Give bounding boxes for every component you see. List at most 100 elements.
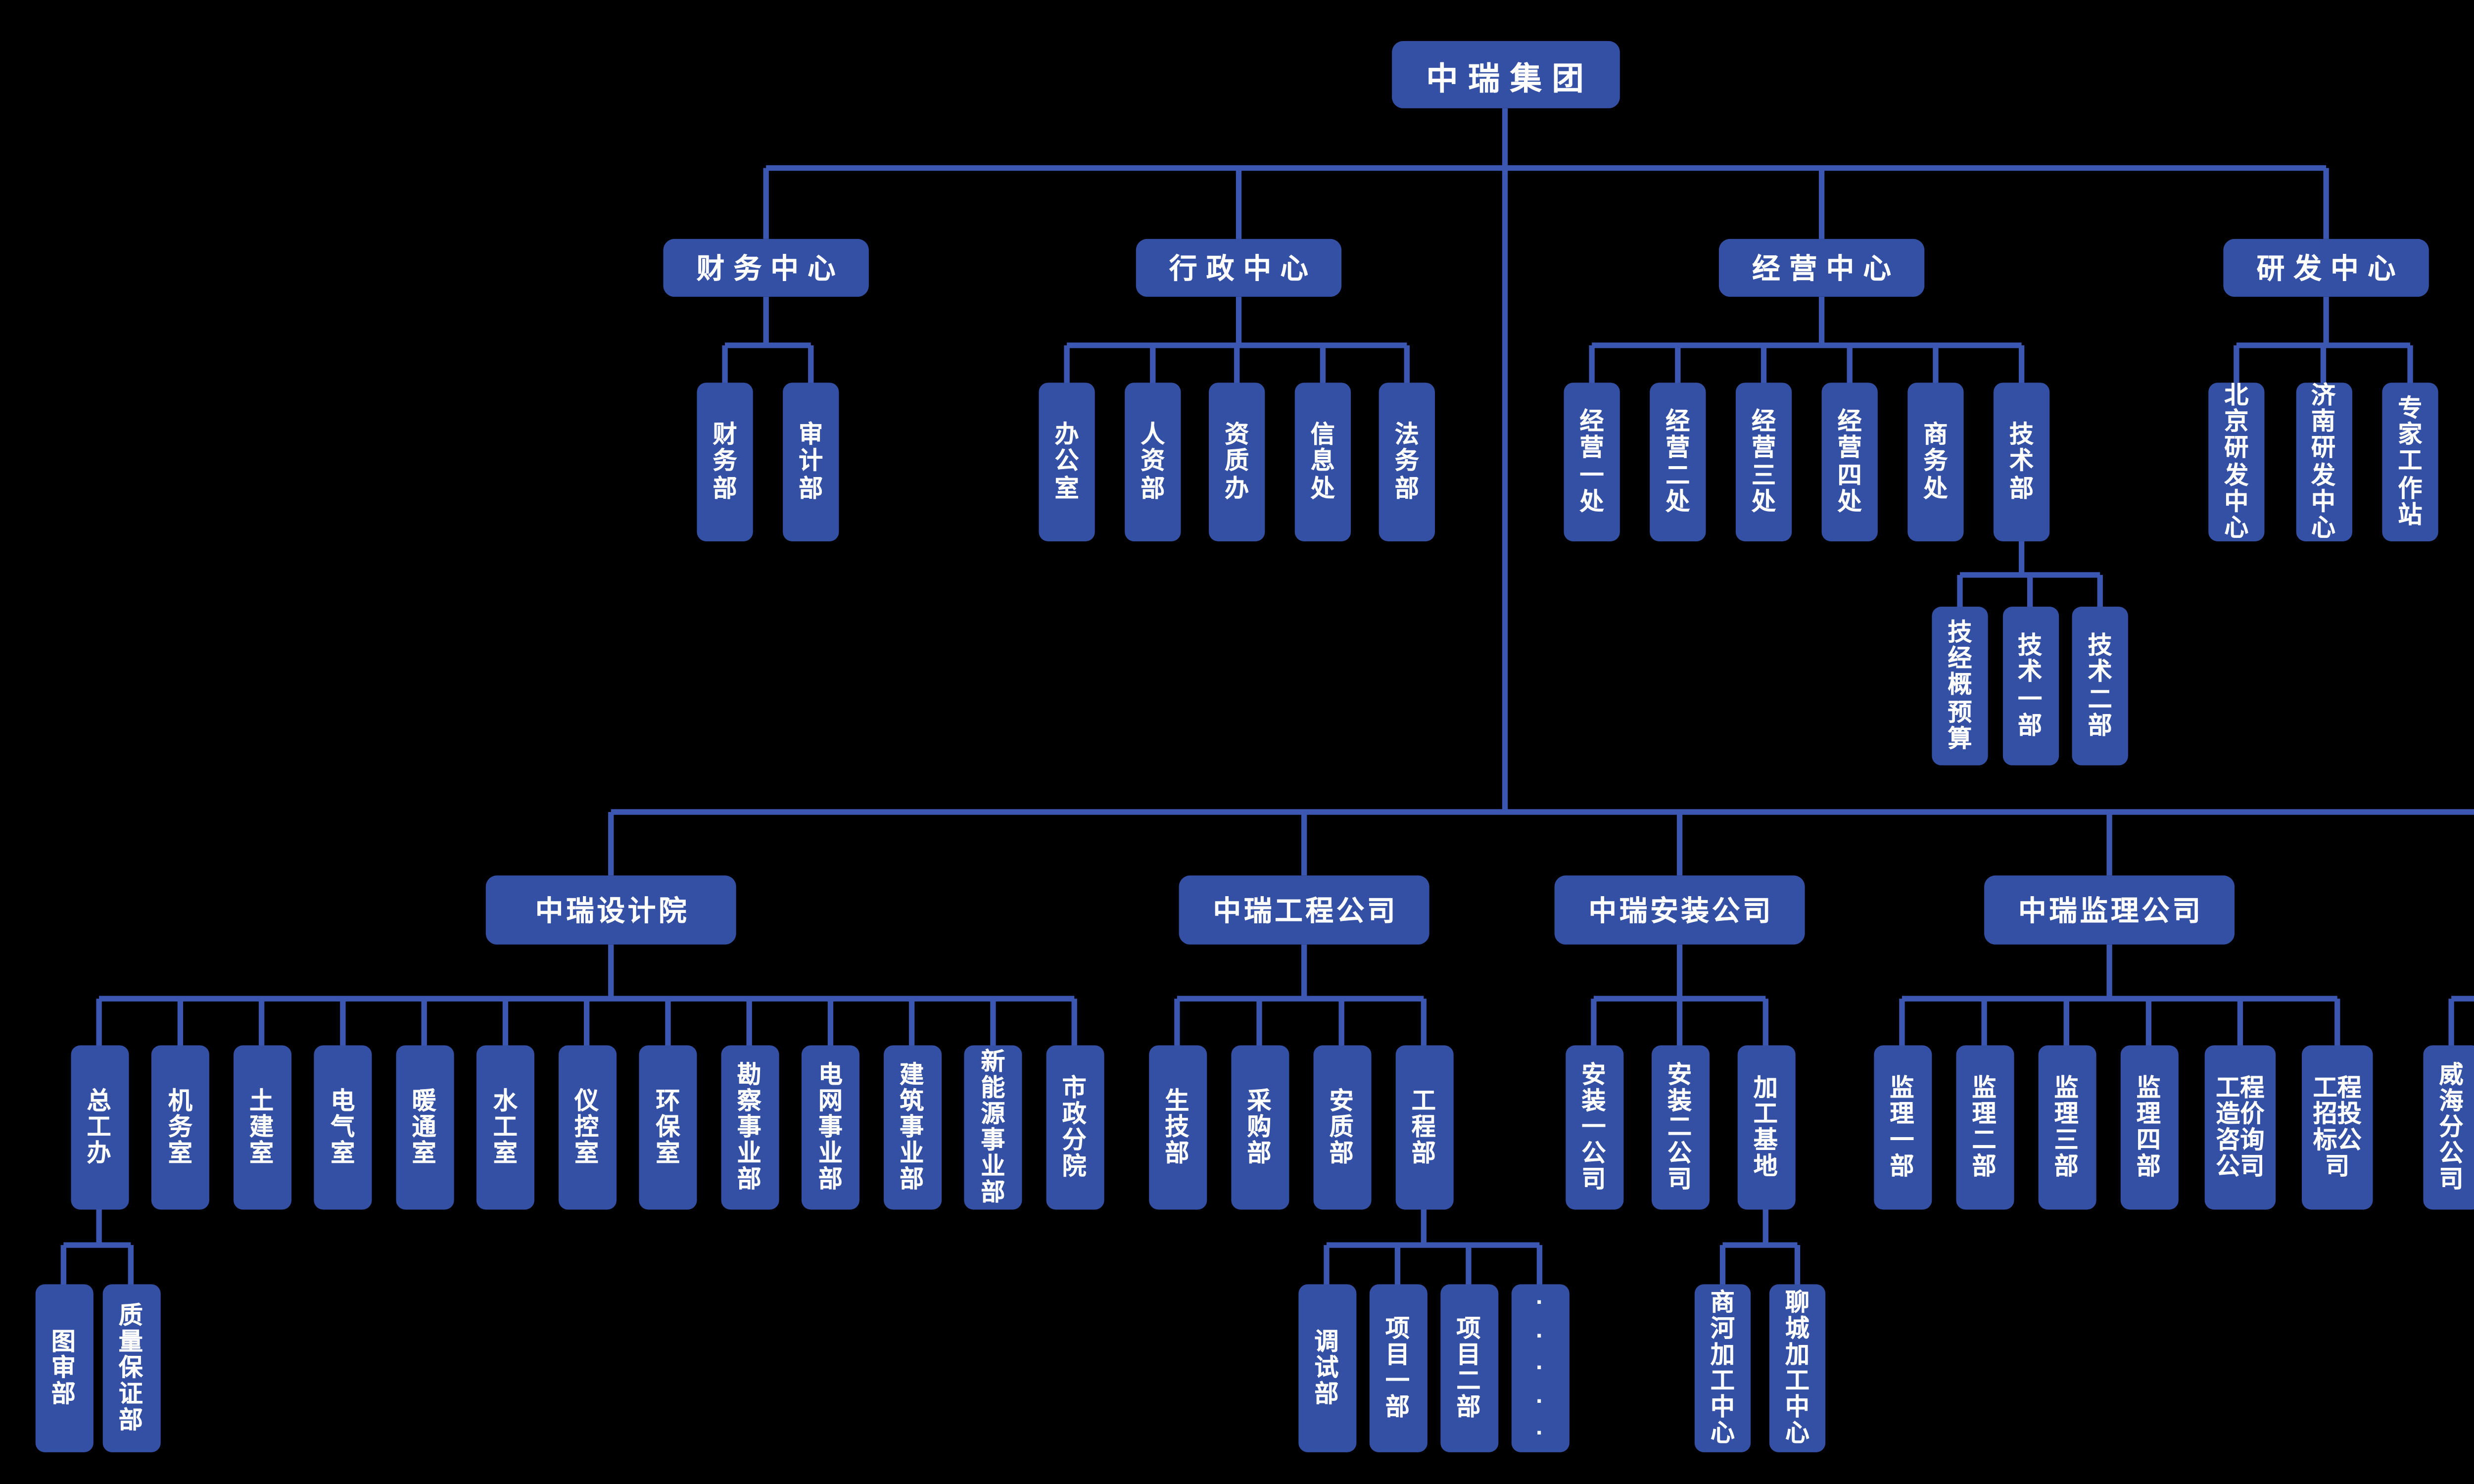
node-label: 技术部 <box>2009 421 2034 501</box>
node-label: 项目一部 <box>1385 1314 1410 1421</box>
node-label: 法务部 <box>1394 421 1419 501</box>
node-label: 财务中心 <box>696 254 845 286</box>
node-label: 信息处 <box>1310 421 1335 501</box>
node-operations-division-3: 经营三处 <box>1735 383 1792 541</box>
node-procurement-dept: 采购部 <box>1230 1045 1288 1210</box>
node-label: 采购部 <box>1247 1086 1272 1167</box>
node-engineering-dept: 工程部 <box>1394 1045 1453 1210</box>
node-shanghe-processing-center: 商河加工中心 <box>1694 1284 1751 1452</box>
node-label: 暖通室 <box>412 1086 436 1167</box>
node-label: 技术一部 <box>2018 631 2043 739</box>
node-audit-dept: 审计部 <box>783 383 839 541</box>
node-label: 中瑞集团 <box>1426 60 1594 96</box>
node-label: 聊城加工中心 <box>1785 1288 1810 1447</box>
node-label: 调试部 <box>1314 1327 1339 1408</box>
node-label: 加工基地 <box>1753 1073 1778 1180</box>
node-more-departments: ····· <box>1510 1284 1569 1452</box>
node-installation-company-1: 安装一公司 <box>1565 1045 1623 1210</box>
node-chief-engineer-office: 总工办 <box>70 1045 128 1210</box>
node-project-dept-1: 项目一部 <box>1368 1284 1427 1452</box>
node-rd-center: 研发中心 <box>2223 239 2429 297</box>
node-label: 图审部 <box>51 1327 76 1408</box>
node-supervision-dept-1: 监理一部 <box>1873 1045 1931 1210</box>
node-label: 新能源事业部 <box>981 1047 1005 1206</box>
node-label: 环保室 <box>656 1086 680 1167</box>
node-hydraulic-office: 水工室 <box>476 1045 534 1210</box>
node-technology-dept: 技术部 <box>1993 383 2050 541</box>
node-bidding-company: 工程招投标公司 <box>2302 1045 2373 1210</box>
node-label: 监理四部 <box>2136 1073 2161 1180</box>
node-label: 财务部 <box>713 421 737 501</box>
node-label: 安装一公司 <box>1581 1060 1606 1193</box>
node-label: 经营二处 <box>1665 408 1690 515</box>
node-label: 中瑞监理公司 <box>2018 896 2203 928</box>
node-weihai-branch: 威海分公司 <box>2422 1045 2474 1210</box>
node-tech-economy-budget: 技经概预算 <box>1932 607 1988 766</box>
node-label: 市政分院 <box>1062 1073 1087 1180</box>
node-operations-center: 经营中心 <box>1718 239 1925 297</box>
node-information-division: 信息处 <box>1294 383 1351 541</box>
node-power-grid-division: 电网事业部 <box>801 1045 859 1210</box>
node-engineering-company: 中瑞工程公司 <box>1179 875 1429 945</box>
node-new-energy-division: 新能源事业部 <box>964 1045 1022 1210</box>
node-label: 资质办 <box>1225 421 1249 501</box>
node-construction-division: 建筑事业部 <box>883 1045 941 1210</box>
node-supervision-company: 中瑞监理公司 <box>1984 875 2235 945</box>
node-label: 商河加工中心 <box>1710 1288 1735 1447</box>
node-technology-dept-1: 技术一部 <box>2001 607 2058 766</box>
node-operations-division-4: 经营四处 <box>1821 383 1878 541</box>
node-quality-assurance-dept: 质量保证部 <box>101 1284 160 1452</box>
node-hvac-office: 暖通室 <box>395 1045 453 1210</box>
node-group-root: 中瑞集团 <box>1391 41 1619 108</box>
node-label: 勘察事业部 <box>737 1060 761 1193</box>
node-admin-center: 行政中心 <box>1136 239 1342 297</box>
node-label: 技术二部 <box>2088 631 2112 739</box>
node-finance-dept: 财务部 <box>697 383 753 541</box>
node-label: 工程招投标公司 <box>2313 1073 2362 1180</box>
node-label: 建筑事业部 <box>900 1060 924 1193</box>
node-supervision-dept-3: 监理三部 <box>2037 1045 2095 1210</box>
node-installation-company: 中瑞安装公司 <box>1554 875 1805 945</box>
node-beijing-rd-center: 北京研发中心 <box>2208 383 2265 541</box>
node-label: 监理一部 <box>1890 1073 1914 1180</box>
node-finance-center: 财务中心 <box>663 239 869 297</box>
node-supervision-dept-2: 监理二部 <box>1955 1045 2013 1210</box>
node-label: 项目二部 <box>1456 1314 1481 1421</box>
node-label: 工程造价咨询公司 <box>2216 1073 2265 1180</box>
node-installation-company-2: 安装二公司 <box>1651 1045 1709 1210</box>
node-liaocheng-processing-center: 聊城加工中心 <box>1769 1284 1826 1452</box>
node-label: 安装二公司 <box>1667 1060 1692 1193</box>
node-label: 行政中心 <box>1169 254 1318 286</box>
node-instrument-control-office: 仪控室 <box>558 1045 616 1210</box>
node-label: 机务室 <box>168 1086 192 1167</box>
node-civil-engineering-office: 土建室 <box>233 1045 291 1210</box>
node-label: 监理三部 <box>2054 1073 2079 1180</box>
node-general-office: 办公室 <box>1039 383 1095 541</box>
node-label: 中瑞安装公司 <box>1588 896 1774 928</box>
node-label: 经营三处 <box>1751 408 1776 515</box>
node-project-dept-2: 项目二部 <box>1439 1284 1498 1452</box>
node-legal-dept: 法务部 <box>1379 383 1435 541</box>
node-label: 土建室 <box>249 1086 274 1167</box>
node-label: 济南研发中心 <box>2311 382 2335 541</box>
node-label: 专家工作站 <box>2398 394 2423 527</box>
node-label: 办公室 <box>1054 421 1079 501</box>
node-survey-division: 勘察事业部 <box>720 1045 778 1210</box>
node-label: 研发中心 <box>2256 254 2405 286</box>
node-supervision-dept-4: 监理四部 <box>2119 1045 2178 1210</box>
node-label: 中瑞工程公司 <box>1213 896 1398 928</box>
node-label: 审计部 <box>799 421 823 501</box>
node-design-institute: 中瑞设计院 <box>485 875 736 945</box>
node-label: 电气室 <box>331 1086 355 1167</box>
node-safety-quality-dept: 安质部 <box>1312 1045 1371 1210</box>
node-business-division: 商务处 <box>1907 383 1964 541</box>
node-qualification-office: 资质办 <box>1209 383 1265 541</box>
node-technology-dept-2: 技术二部 <box>2072 607 2128 766</box>
node-drawing-review-dept: 图审部 <box>34 1284 93 1452</box>
node-label: 中瑞设计院 <box>535 896 690 928</box>
node-label: 工程部 <box>1411 1086 1436 1167</box>
node-label: 质量保证部 <box>118 1301 143 1434</box>
node-expert-workstation: 专家工作站 <box>2382 383 2438 541</box>
node-label: 总工办 <box>87 1086 111 1167</box>
